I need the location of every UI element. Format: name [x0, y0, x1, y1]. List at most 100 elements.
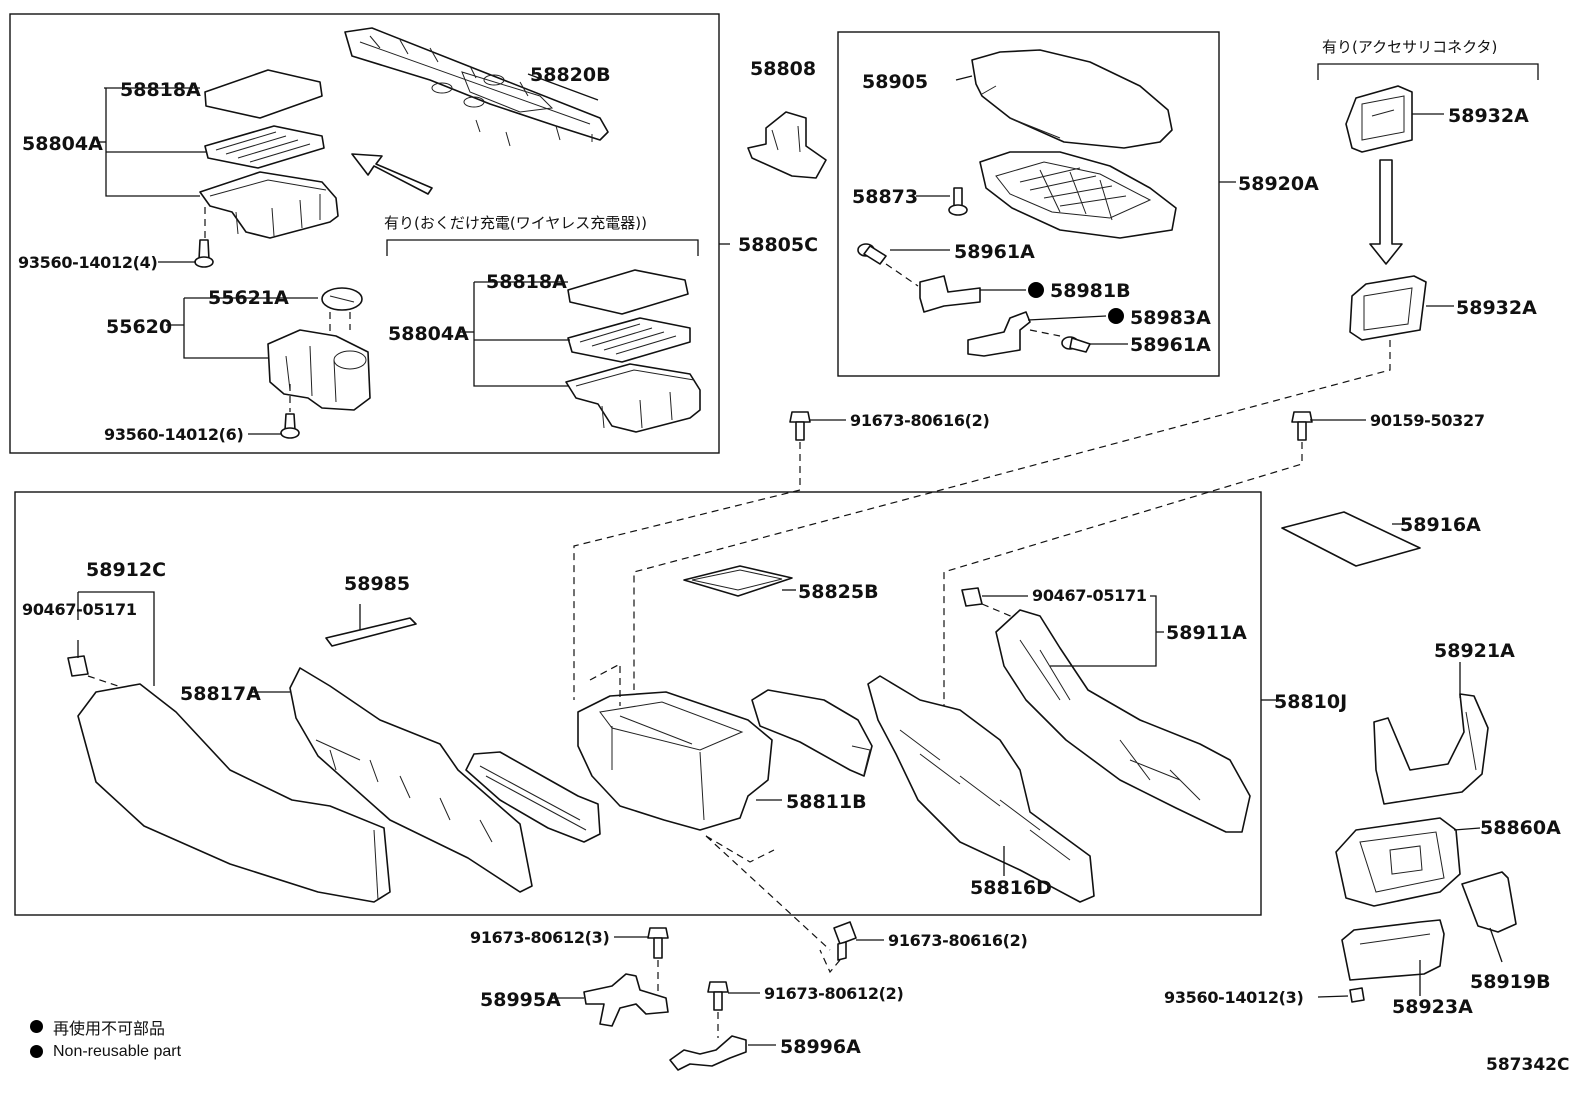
frame-upper-left-assembly	[9, 13, 720, 454]
dash-90159-50327	[943, 442, 1303, 720]
part-58985-strip	[325, 617, 417, 647]
bracket-accessory-note	[1317, 63, 1539, 80]
dash-accessory-connector	[633, 340, 1391, 690]
part-58916A-pad	[1281, 511, 1421, 567]
label-91673-80616-bottom: 91673-80616(2)	[888, 931, 1028, 950]
label-58921A: 58921A	[1434, 640, 1515, 662]
note-wireless-charger: 有り(おくだけ充電(ワイヤレス充電器))	[384, 214, 647, 232]
label-58905: 58905	[862, 71, 928, 93]
part-58825B-tray-mat	[683, 565, 793, 597]
label-58804A-lower: 58804A	[388, 323, 469, 345]
label-58981B: 58981B	[1050, 280, 1131, 302]
label-58873: 58873	[852, 186, 918, 208]
non-reusable-bullet-icon	[30, 1045, 43, 1058]
note-accessory-connector: 有り(アクセサリコネクタ)	[1322, 38, 1497, 56]
screw-91673-80616-top	[789, 411, 811, 441]
label-58961A-lower: 58961A	[1130, 334, 1211, 356]
label-58995A: 58995A	[480, 989, 561, 1011]
dash-90467-right	[981, 603, 1021, 621]
label-58825B: 58825B	[798, 581, 879, 603]
label-58820B: 58820B	[530, 64, 611, 86]
part-58919B-cover	[1461, 871, 1517, 933]
dash-91673-80616-bottom	[819, 949, 841, 974]
arrow-58932A	[1369, 159, 1403, 265]
part-58804A-tray-upper	[204, 125, 325, 169]
dash-91673-80616-top	[573, 442, 801, 700]
leader-lines	[77, 73, 1503, 1046]
part-58816D-side-panel	[867, 675, 1095, 903]
part-58810J-rear-duct	[751, 689, 873, 777]
label-93560-14012-3: 93560-14012(3)	[1164, 988, 1304, 1007]
part-58923A-lower-trim	[1341, 919, 1445, 981]
part-58820B-top-panel	[344, 27, 609, 147]
part-58981B-hinge	[919, 275, 981, 313]
label-55621A: 55621A	[208, 287, 289, 309]
part-58818A-pad-lower	[567, 269, 689, 315]
label-58961A-upper: 58961A	[954, 241, 1035, 263]
part-58983A-hinge	[967, 311, 1031, 357]
label-93560-14012-4: 93560-14012(4)	[18, 253, 158, 272]
label-58816D: 58816D	[970, 877, 1052, 899]
label-58916A: 58916A	[1400, 514, 1481, 536]
part-bracket-lower	[565, 363, 701, 433]
screw-93560-upper	[194, 239, 214, 268]
label-58810J: 58810J	[1274, 691, 1347, 713]
part-58920A-armrest-base	[979, 151, 1177, 239]
screw-58873	[948, 187, 968, 216]
label-58805C: 58805C	[738, 234, 818, 256]
legend-row-jp: 再使用不可部品	[30, 1014, 181, 1039]
figure-id: 587342C	[1486, 1055, 1570, 1075]
part-bracket-upper	[199, 171, 339, 239]
label-58808: 58808	[750, 58, 816, 80]
part-58804A-tray-lower	[567, 317, 691, 363]
label-58911A: 58911A	[1166, 622, 1247, 644]
label-91673-80612-3: 91673-80612(3)	[470, 928, 610, 947]
part-58932A-bezel	[1349, 275, 1427, 341]
label-58923A: 58923A	[1392, 996, 1473, 1018]
label-58983A: 58983A	[1130, 307, 1211, 329]
part-58996A-bracket	[669, 1035, 747, 1071]
clip-58961A-upper	[857, 243, 887, 265]
part-58860A-panel	[1335, 817, 1461, 907]
part-58817A-side-panel	[289, 667, 533, 893]
label-58912C: 58912C	[86, 559, 166, 581]
part-front-duct	[465, 751, 601, 843]
part-58818A-pad-upper	[204, 69, 323, 119]
label-93560-14012-6: 93560-14012(6)	[104, 425, 244, 444]
screw-93560-14012-3	[1349, 987, 1365, 1003]
arrow-58820B	[351, 153, 433, 195]
part-58995A-bracket	[583, 973, 669, 1027]
label-58804A-upper: 58804A	[22, 133, 103, 155]
dash-58961A-lower	[1029, 329, 1061, 337]
screw-91673-80616-bottom	[833, 921, 857, 961]
clip-90467-left	[67, 655, 89, 677]
part-58811B-console-box	[577, 691, 773, 831]
legend-row-en: Non-reusable part	[30, 1039, 181, 1064]
label-58818A-lower: 58818A	[486, 271, 567, 293]
clip-90467-right	[961, 587, 983, 607]
part-58912C-side-cover	[77, 683, 391, 903]
non-reusable-marker-58981B	[1028, 282, 1044, 298]
label-58817A: 58817A	[180, 683, 261, 705]
label-90467-05171-left: 90467-05171	[22, 600, 137, 619]
screw-90159-50327	[1291, 411, 1313, 441]
legend-text-jp: 再使用不可部品	[53, 1020, 166, 1038]
label-58811B: 58811B	[786, 791, 867, 813]
screw-93560-lower	[280, 413, 300, 439]
label-58920A: 58920A	[1238, 173, 1319, 195]
label-90467-05171-right: 90467-05171	[1032, 586, 1147, 605]
label-58818A-upper: 58818A	[120, 79, 201, 101]
label-55620: 55620	[106, 316, 172, 338]
legend-text-en: Non-reusable part	[53, 1042, 182, 1060]
label-90159-50327: 90159-50327	[1370, 411, 1485, 430]
label-58932A-lower: 58932A	[1456, 297, 1537, 319]
label-91673-80612-2: 91673-80612(2)	[764, 984, 904, 1003]
bracket-wireless-note	[386, 239, 699, 256]
label-58860A: 58860A	[1480, 817, 1561, 839]
legend: 再使用不可部品 Non-reusable part	[30, 1014, 181, 1064]
non-reusable-marker-58983A	[1108, 308, 1124, 324]
label-58996A: 58996A	[780, 1036, 861, 1058]
frame-armrest-assembly	[837, 31, 1220, 377]
dash-58961A-upper	[885, 263, 919, 287]
